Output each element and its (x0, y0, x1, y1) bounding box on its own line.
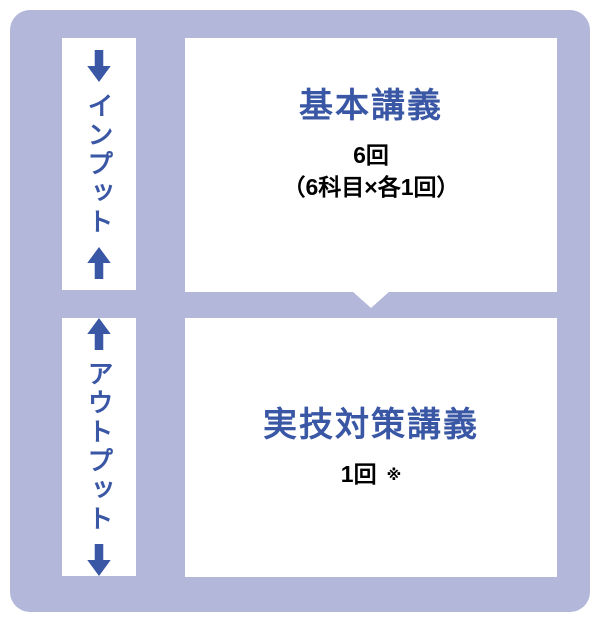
arrow-up-icon (87, 318, 111, 350)
note-asterisk: ※ (386, 466, 402, 484)
input-banner: インプット (62, 38, 136, 290)
down-triangle-icon (352, 291, 390, 308)
basic-lecture-title: 基本講義 (299, 87, 443, 125)
output-banner: アウトプット (62, 318, 136, 576)
basic-lecture-box: 基本講義 6回 （6科目×各1回） (185, 38, 557, 292)
basic-lecture-detail: （6科目×各1回） (282, 173, 460, 200)
arrow-down-icon (87, 49, 111, 82)
practical-lecture-count: 1回 (340, 460, 377, 487)
arrow-down-icon (87, 544, 111, 576)
practical-lecture-count-line: 1回 ※ (341, 458, 401, 490)
arrow-up-icon (87, 246, 111, 279)
input-label: インプット (84, 91, 114, 237)
output-label: アウトプット (84, 360, 114, 534)
practical-lecture-title: 実技対策講義 (263, 406, 479, 444)
basic-lecture-count: 6回 (353, 141, 389, 168)
diagram-panel: インプット アウトプット 基本講義 6回 （6科目×各1回） 実技対策講義 (10, 10, 590, 612)
practical-lecture-box: 実技対策講義 1回 ※ (185, 318, 557, 577)
